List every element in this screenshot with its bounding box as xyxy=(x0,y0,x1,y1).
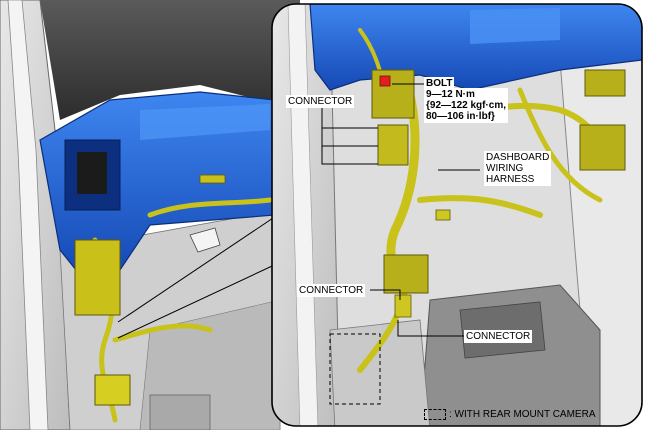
detail-illustration xyxy=(272,4,642,426)
bolt-label-title: BOLT xyxy=(424,77,455,90)
zoom-lines xyxy=(117,209,286,339)
bolt-torque-spec: 9—12 N·m {92—122 kgf·cm, 80—106 in·lbf} xyxy=(424,88,509,123)
connector-label-right: CONNECTOR xyxy=(464,330,533,343)
legend-text: : WITH REAR MOUNT CAMERA xyxy=(449,409,596,421)
dashed-box-icon xyxy=(424,409,446,420)
connector-label-left: CONNECTOR xyxy=(297,284,366,297)
detail-frame xyxy=(271,3,643,427)
dashboard-wiring-harness-label: DASHBOARD WIRING HARNESS xyxy=(484,151,552,186)
connector-label-top: CONNECTOR xyxy=(286,95,355,108)
legend-rear-mount-camera: : WITH REAR MOUNT CAMERA xyxy=(424,409,595,420)
overview-illustration xyxy=(0,0,300,430)
